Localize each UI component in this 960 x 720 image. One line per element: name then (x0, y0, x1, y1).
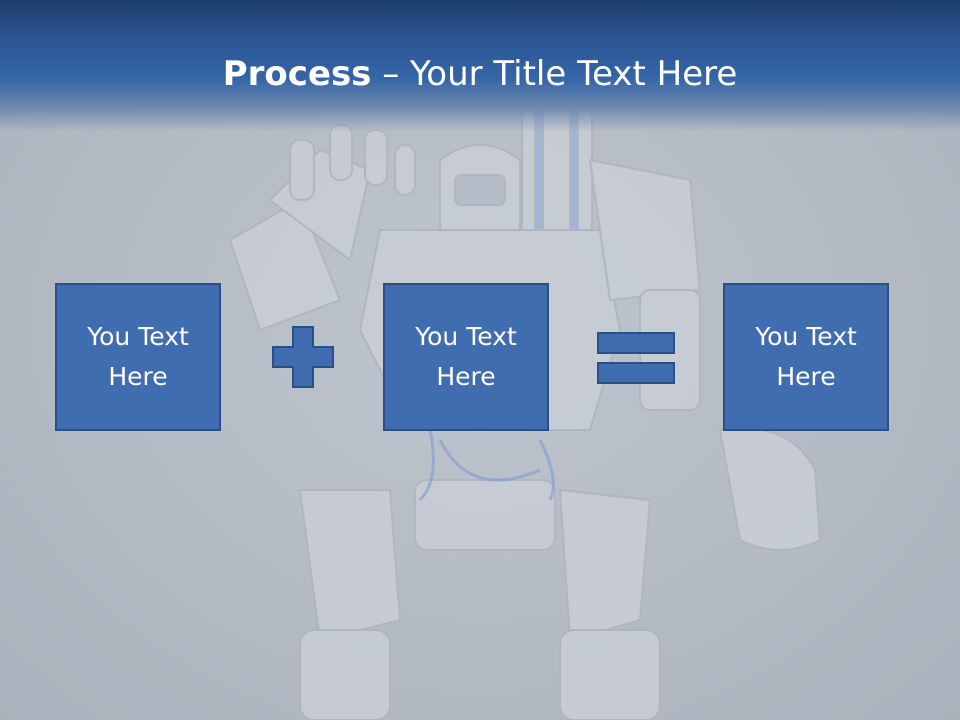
equals-icon (597, 332, 675, 384)
title-bar (0, 0, 960, 132)
text-box-3[interactable]: You Text Here (723, 283, 889, 431)
text-box-1[interactable]: You Text Here (55, 283, 221, 431)
text-box-2[interactable]: You Text Here (383, 283, 549, 431)
plus-icon (272, 326, 334, 388)
text-box-3-label: You Text Here (755, 322, 857, 391)
text-box-1-label: You Text Here (87, 322, 189, 391)
slide-title: Process – Your Title Text Here (0, 50, 960, 98)
text-box-2-label: You Text Here (415, 322, 517, 391)
title-rest-part: – Your Title Text Here (371, 54, 738, 94)
title-bold-part: Process (222, 54, 372, 94)
